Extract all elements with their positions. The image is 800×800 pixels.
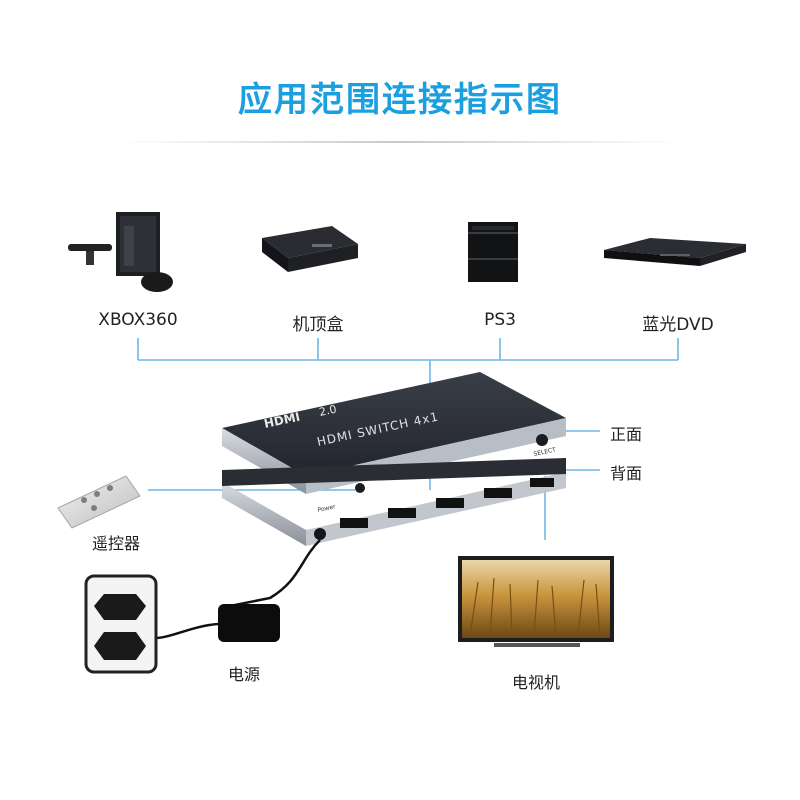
source-label-set-top-box: 机顶盒 (238, 310, 398, 335)
ps3-console-icon (468, 222, 518, 282)
source-label-xbox360: XBOX360 (58, 310, 218, 330)
power-label: 电源 (228, 661, 260, 685)
tv-label: 电视机 (512, 669, 560, 693)
power-cable-to-outlet (150, 624, 218, 638)
xbox360-console-icon (68, 212, 173, 292)
set-top-box-icon (262, 226, 358, 272)
bluray-dvd-player-icon (604, 238, 746, 266)
power-cable (230, 540, 320, 606)
power-label-text: Power (317, 503, 337, 514)
power-adapter-icon (218, 604, 280, 642)
select-label-text: SELECT (533, 446, 557, 458)
front-label: 正面 (610, 421, 642, 445)
wall-outlet-icon (86, 576, 156, 672)
source-label-ps3: PS3 (420, 310, 580, 330)
remote-control-icon (58, 476, 140, 528)
back-label: 背面 (610, 460, 642, 484)
tv-icon (458, 556, 614, 647)
hdmi-switch-back (222, 458, 566, 546)
remote-label: 遥控器 (92, 530, 140, 554)
source-label-bluray-dvd: 蓝光DVD (598, 310, 758, 335)
